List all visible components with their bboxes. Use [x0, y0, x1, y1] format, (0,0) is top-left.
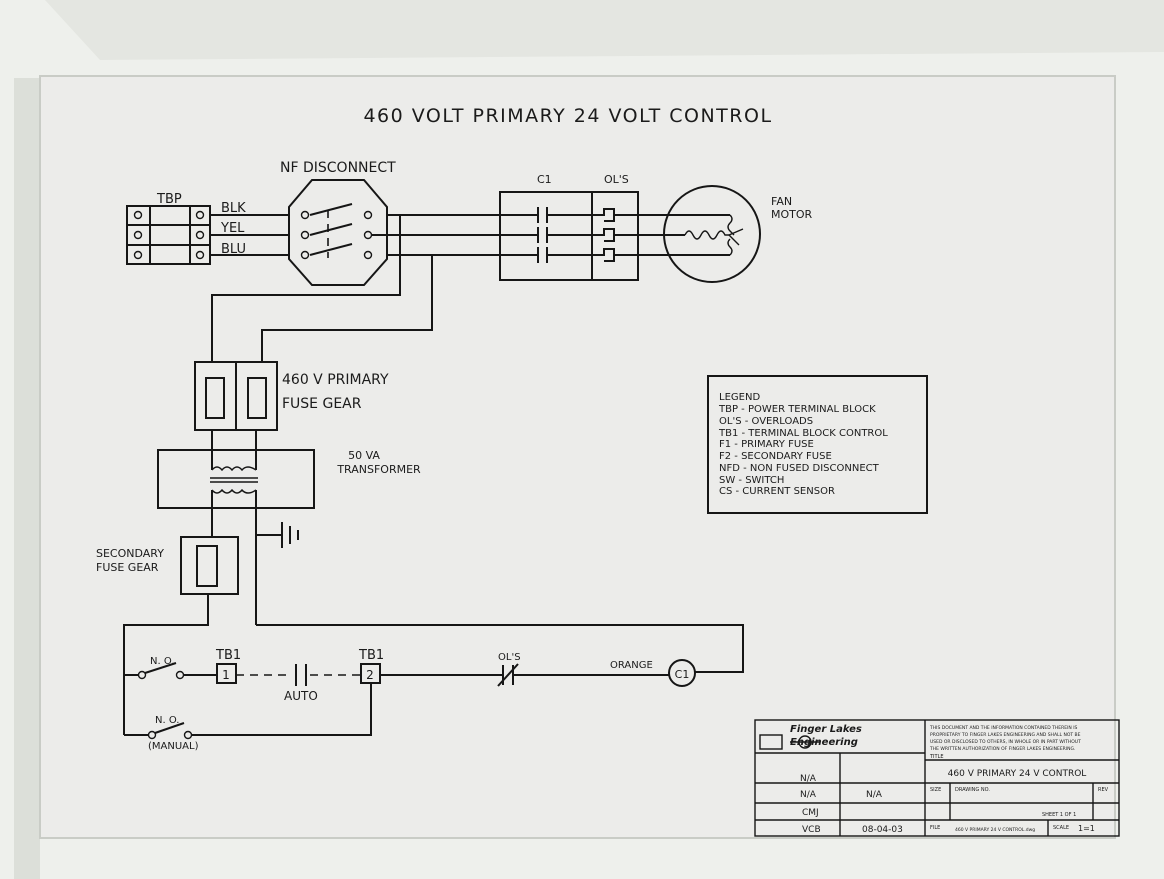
c1-label: C1 [537, 173, 552, 186]
drawing-date: 08-04-03 [862, 825, 903, 835]
scale-value: 1=1 [1078, 824, 1095, 833]
yel-label: YEL [220, 221, 245, 236]
contactor-c1 [499, 191, 639, 281]
coil-c1-label: C1 [675, 668, 690, 681]
no-switch-label: N. O. [150, 656, 174, 667]
title-block-text: Finger Lakes Engineering THIS DOCUMENT A… [790, 724, 1109, 835]
nf-disconnect-symbol [288, 179, 388, 286]
orange-wire-label: ORANGE [610, 660, 653, 671]
na-field-2: N/A [800, 790, 817, 800]
tb1-label-b: TB1 [358, 648, 384, 663]
legend-item: F2 - SECONDARY FUSE [719, 451, 832, 462]
drawing-title: 460 VOLT PRIMARY 24 VOLT CONTROL [363, 105, 772, 127]
company-name-2: Engineering [790, 737, 858, 748]
company-name-1: Finger Lakes [790, 724, 862, 735]
fan-motor-label-2: MOTOR [771, 208, 813, 221]
legend-item: TB1 - TERMINAL BLOCK CONTROL [718, 428, 888, 439]
ols-contact-label: OL'S [498, 652, 521, 663]
legend-item: SW - SWITCH [719, 475, 784, 486]
manual-label: (MANUAL) [148, 741, 199, 752]
primary-fuse-label-1: 460 V PRIMARY [282, 372, 389, 388]
ground-symbol [281, 522, 299, 548]
notice-line: THIS DOCUMENT AND THE INFORMATION CONTAI… [929, 725, 1078, 731]
primary-feed-wires [211, 215, 433, 362]
secondary-fuse-label-2: FUSE GEAR [96, 561, 159, 574]
power-lines [210, 214, 290, 256]
secondary-wires [211, 490, 282, 625]
scale-label: SCALE [1053, 825, 1069, 831]
disconnect-to-contactor-lines [372, 214, 500, 256]
nf-disconnect-label: NF DISCONNECT [280, 160, 396, 176]
drawing-title-field: 460 V PRIMARY 24 V CONTROL [948, 769, 1087, 779]
notice-line: USED OR DISCLOSED TO OTHERS, IN WHOLE OR… [930, 739, 1081, 745]
legend-box [707, 375, 928, 514]
legend-item: CS - CURRENT SENSOR [719, 486, 835, 497]
na-field-1: N/A [800, 774, 817, 784]
control-circuit [124, 624, 744, 740]
fan-motor-symbol [663, 185, 761, 283]
fan-motor-label-1: FAN [771, 195, 792, 208]
blu-label: BLU [221, 242, 246, 257]
manual-switch-label: N. O. [155, 715, 179, 726]
legend-heading: LEGEND [719, 392, 760, 403]
primary-fuse-gear [194, 361, 278, 431]
transformer-label-2: TRANSFORMER [336, 463, 421, 476]
file-name: 460 V PRIMARY 24 V CONTROL.dwg [955, 827, 1035, 833]
drawing-sheet [39, 75, 1116, 839]
primary-fuse-label-2: FUSE GEAR [282, 396, 362, 412]
approved-by: VCB [802, 825, 821, 835]
notice-line: THE WRITTEN AUTHORIZATION OF FINGER LAKE… [929, 746, 1075, 752]
tb1-terminal-2: 2 [366, 668, 374, 682]
tb1-label-a: TB1 [215, 648, 241, 663]
sheet-number: SHEET 1 OF 1 [1042, 812, 1076, 818]
blk-label: BLK [221, 201, 246, 216]
legend: LEGEND TBP - POWER TERMINAL BLOCK OL'S -… [718, 392, 888, 497]
tb1-terminal-1: 1 [222, 668, 230, 682]
motor-lines [638, 214, 730, 256]
title-block [754, 719, 1120, 837]
transformer-50va [157, 430, 315, 509]
drawn-by: CMJ [802, 808, 819, 818]
size-label: SIZE [930, 787, 941, 793]
secondary-fuse-gear [123, 536, 239, 735]
tbp-label: TBP [156, 192, 182, 207]
auto-label: AUTO [284, 689, 318, 703]
notice-line: PROPRIETARY TO FINGER LAKES ENGINEERING … [930, 732, 1081, 738]
legend-item: F1 - PRIMARY FUSE [719, 439, 814, 450]
legend-item: TBP - POWER TERMINAL BLOCK [718, 404, 876, 415]
legend-item: NFD - NON FUSED DISCONNECT [719, 463, 880, 474]
transformer-label-1: 50 VA [348, 449, 380, 462]
title-field-label: TITLE [929, 754, 944, 760]
drawing-no-label: DRAWING NO. [955, 787, 990, 793]
na-field-3: N/A [866, 790, 883, 800]
file-label: FILE [930, 825, 940, 831]
ols-label: OL'S [604, 173, 629, 186]
overloads [592, 208, 638, 262]
legend-item: OL'S - OVERLOADS [719, 416, 813, 427]
secondary-fuse-label-1: SECONDARY [96, 547, 164, 560]
rev-label: REV [1098, 787, 1109, 793]
